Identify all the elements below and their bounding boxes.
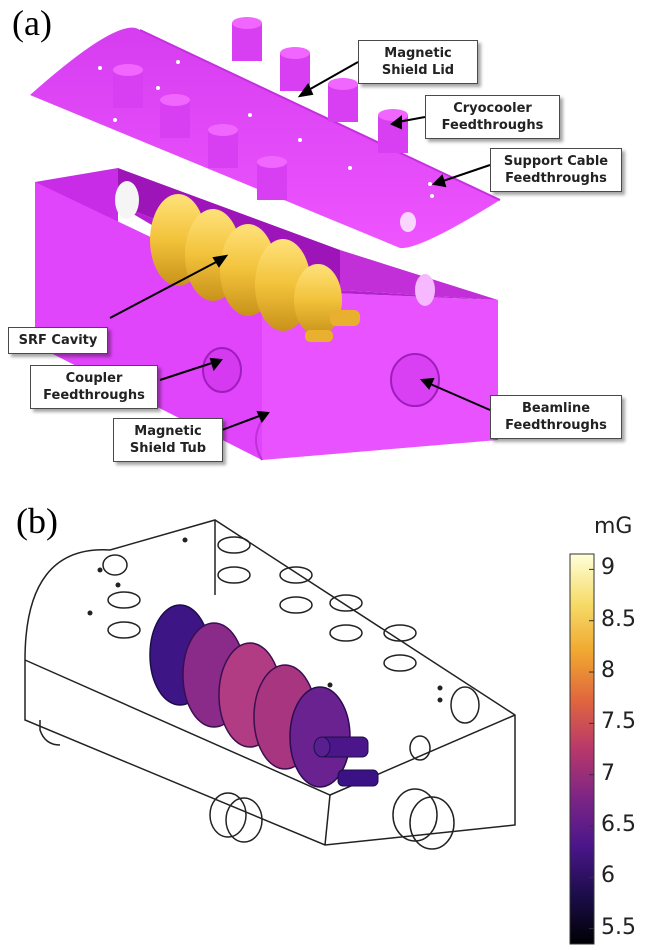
colorbar-tick-label: 7 xyxy=(601,760,615,786)
tub-rounded-edge xyxy=(255,419,263,461)
colorbar-tick-label: 8.5 xyxy=(601,606,636,632)
colorbar-tick-label: 7.5 xyxy=(601,709,636,735)
support-cable-feedthroughs xyxy=(98,34,434,198)
feedthrough-cylinder xyxy=(208,124,238,168)
feedthrough-cylinder xyxy=(328,78,358,122)
cavity-coupler-pipe xyxy=(305,330,333,342)
cavity-beam-pipe xyxy=(330,310,360,326)
lid-hole xyxy=(400,212,416,232)
lid-surface xyxy=(30,27,500,249)
cavity-field-map xyxy=(149,604,379,788)
beamline-feedthrough-port xyxy=(390,353,440,407)
colorbar-tick-label: 6.5 xyxy=(601,811,636,837)
colorbar-tick-label: 5.5 xyxy=(601,914,636,940)
magnetic-shield-lid xyxy=(30,27,501,249)
tub-inner-right-wall xyxy=(340,250,498,300)
shield-wireframe xyxy=(24,519,516,850)
colorbar xyxy=(569,553,595,945)
colorbar-tick-label: 9 xyxy=(601,555,615,581)
feedthrough-cylinder xyxy=(378,109,408,153)
coupler-feedthrough-port xyxy=(202,347,242,393)
colorbar-tick-label: 6 xyxy=(601,863,615,889)
panel-a-label: (a) xyxy=(12,3,52,43)
panel-b-label: (b) xyxy=(16,501,58,541)
leader-arrows xyxy=(109,61,491,431)
colorbar-unit: mG xyxy=(594,514,633,539)
panel-a-rendering xyxy=(30,17,501,461)
feedthrough-cylinder xyxy=(280,47,310,91)
feedthrough-cylinder xyxy=(257,156,287,200)
cryocooler-feedthroughs xyxy=(113,17,408,200)
feedthrough-cylinder xyxy=(232,17,262,61)
tub-left-hole xyxy=(115,181,139,219)
callout-srf-cavity: SRF Cavity xyxy=(8,327,108,354)
feedthrough-cylinder xyxy=(113,64,143,108)
srf-cavity xyxy=(150,194,360,342)
colorbar-tick-label: 8 xyxy=(601,658,615,684)
feedthrough-cylinder xyxy=(160,94,190,138)
panel-b-field-plot xyxy=(24,519,516,850)
tub-front-face xyxy=(35,182,262,460)
cavity-coupler-pipe xyxy=(337,769,379,787)
colorbar-gradient xyxy=(569,553,595,945)
tub-inner-hole xyxy=(415,274,435,306)
lid-top-edge xyxy=(139,29,501,201)
